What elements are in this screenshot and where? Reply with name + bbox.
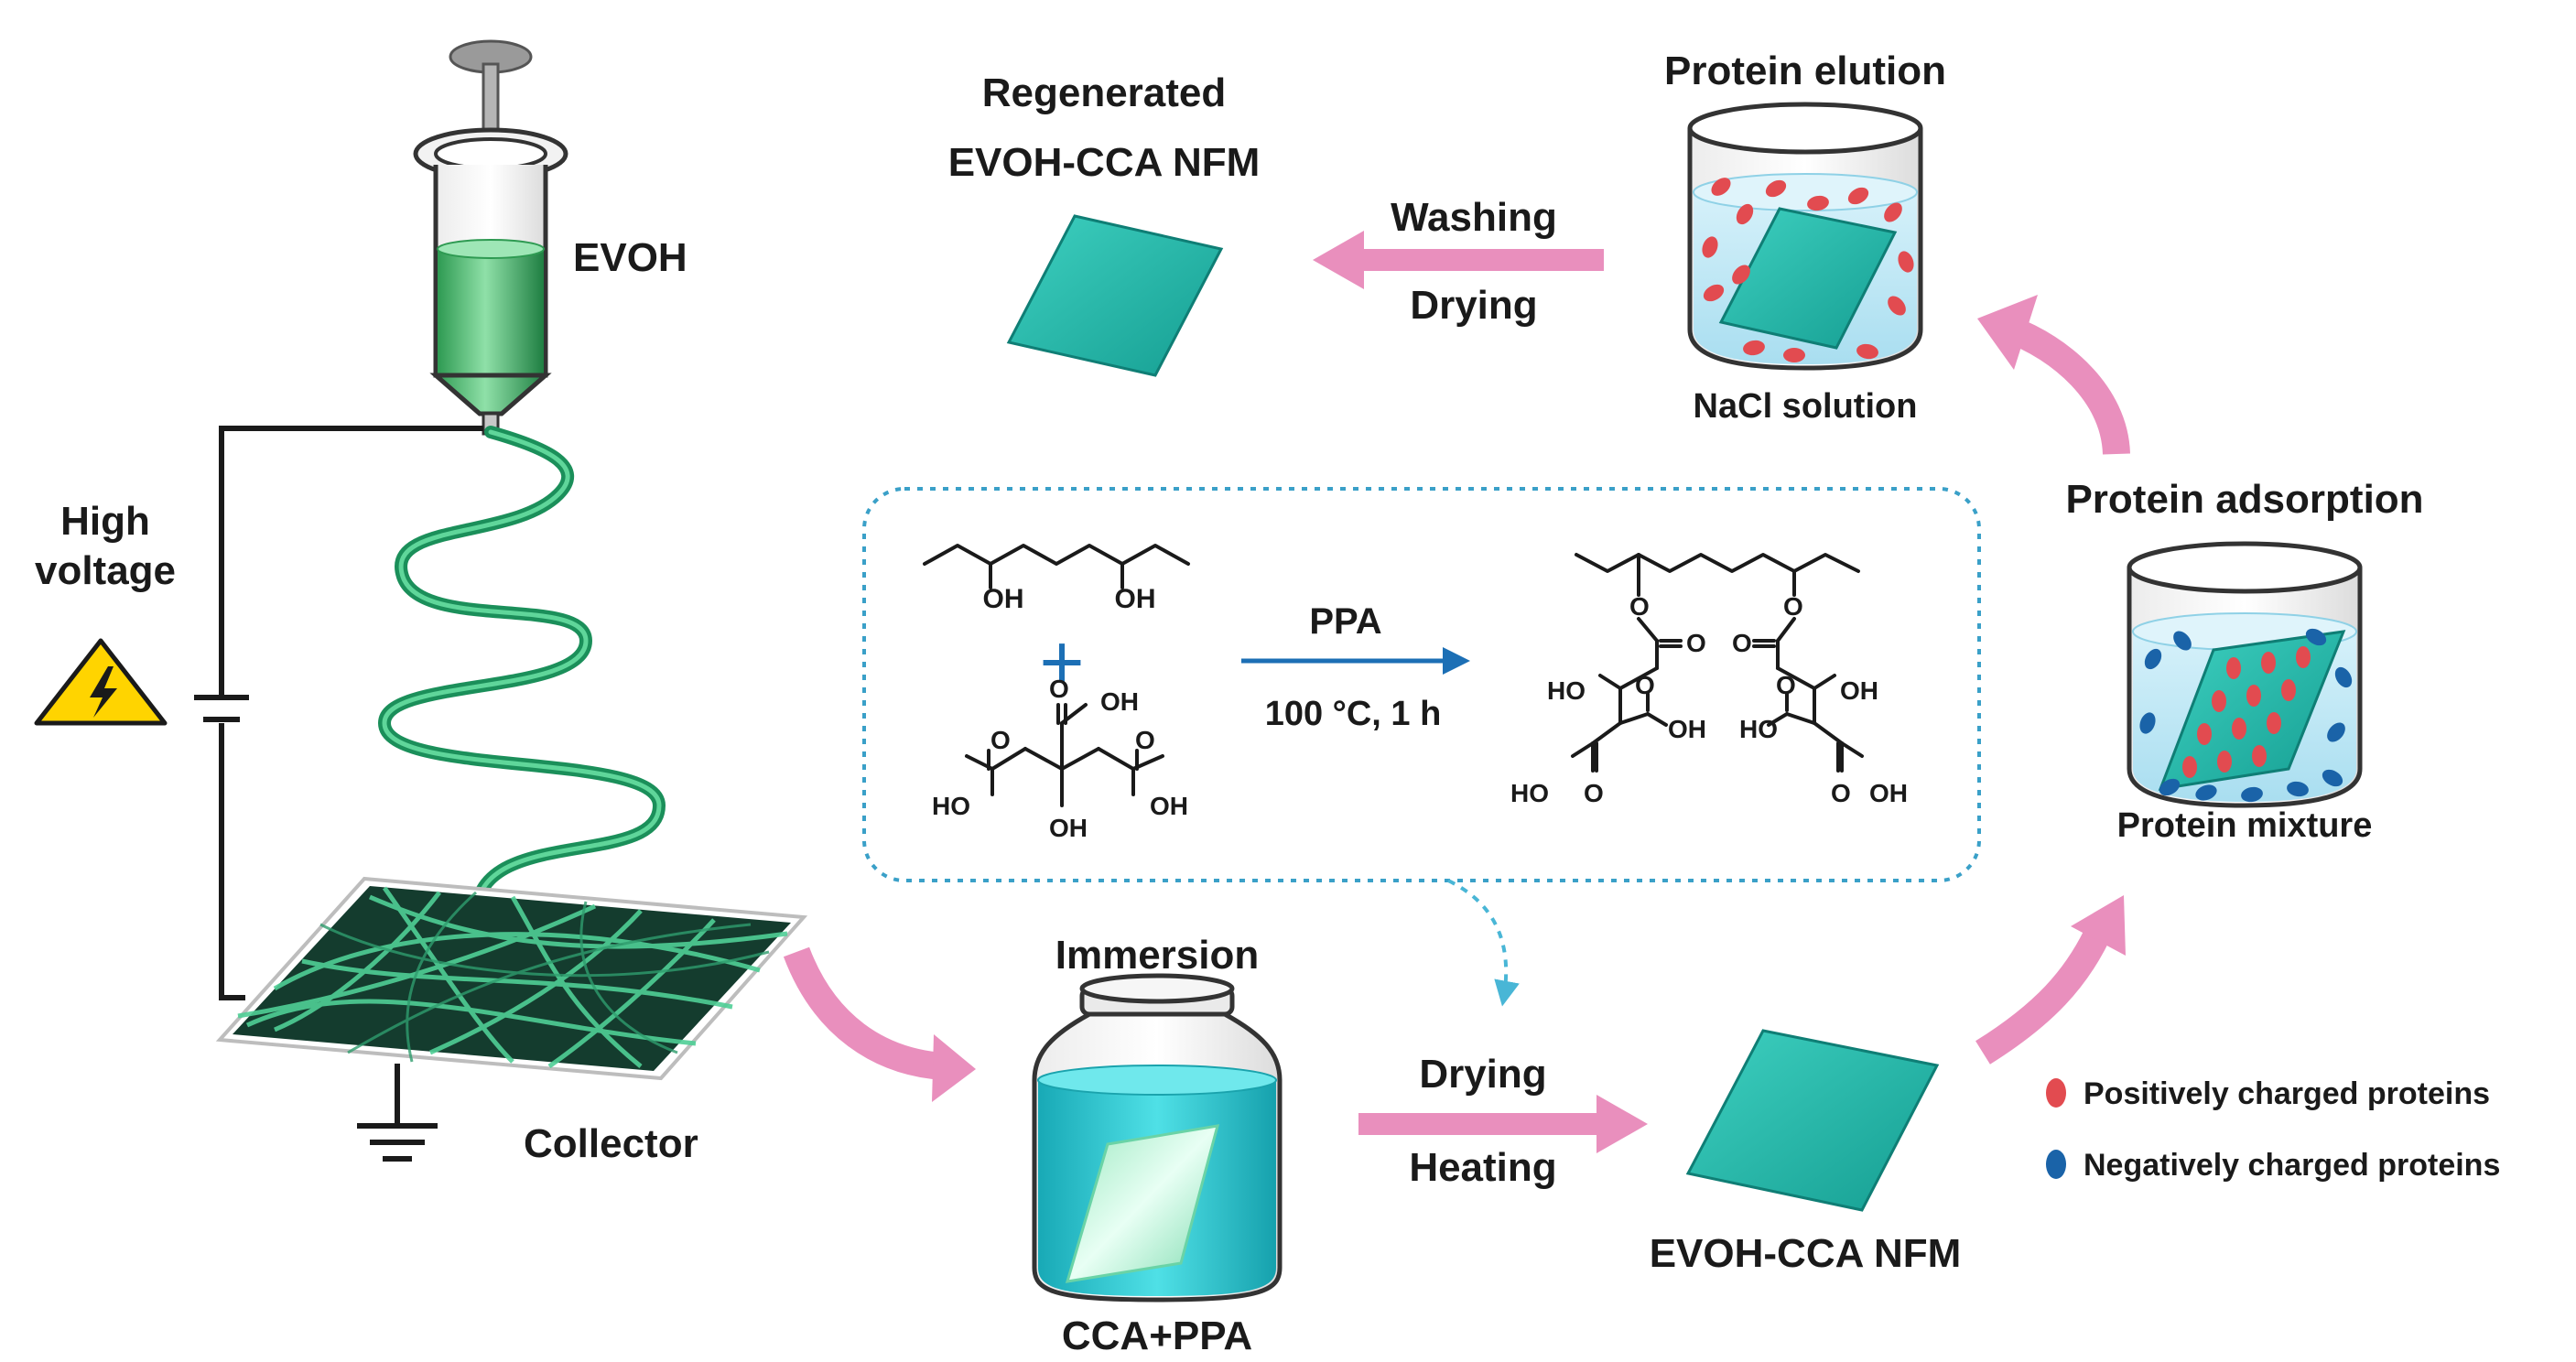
dashed-arrow-to-membrane [1447,879,1520,1007]
prod-oh-bottom-right: OH [1869,779,1908,807]
membrane-in-elution [1718,207,1898,350]
citric-acid [965,703,1164,807]
membrane-in-adsorption [2158,630,2346,791]
label-ppa: PPA [1309,601,1381,642]
evoh-oh-left: OH [983,584,1024,614]
label-high-voltage-1: High [60,499,150,544]
label-protein-mixture: Protein mixture [2117,806,2373,845]
label-heating: Heating [1409,1145,1556,1190]
arrow-collector-to-immersion [783,946,945,1080]
prod-o-carbonyl-left: O [1686,629,1706,657]
label-collector: Collector [524,1121,698,1166]
prod-o-ester-right: O [1783,592,1803,621]
ground-symbol-icon [357,1064,438,1162]
ca-o-left: O [990,726,1011,754]
wire-bottom [219,723,245,1000]
label-drying-bottom: Drying [1419,1052,1546,1097]
electrospinning-setup [34,39,808,1162]
prod-oh-mid-left: OH [1668,715,1706,743]
label-protein-elution: Protein elution [1664,49,1946,93]
label-regenerated-2: EVOH-CCA NFM [948,140,1261,185]
legend-negative-label: Negatively charged proteins [2084,1148,2500,1183]
prod-o-carbonyl-right: O [1732,629,1752,657]
ca-oh-top: OH [1100,687,1139,716]
prod-o-acid-right: O [1776,671,1796,699]
label-reaction-condition: 100 °C, 1 h [1265,695,1442,733]
label-immersion: Immersion [1055,933,1260,978]
eluted-positive-proteins [1702,178,1914,362]
regenerated-membrane [1006,214,1224,377]
label-drying-top: Drying [1410,283,1537,328]
prod-o-bottom-left: O [1584,779,1604,807]
product-structure [1571,553,1864,773]
ca-o-top: O [1049,675,1069,703]
ca-o-right: O [1135,726,1155,754]
label-washing: Washing [1391,195,1557,240]
label-high-voltage-2: voltage [35,548,176,593]
legend: Positively charged proteins Negatively c… [2046,1076,2500,1183]
plus-sign: + [1039,619,1084,705]
label-protein-adsorption: Protein adsorption [2065,477,2423,522]
label-evoh: EVOH [573,235,687,280]
reaction-scheme-box [862,487,1981,882]
ca-oh-right: OH [1150,792,1188,820]
prod-oh-right: OH [1840,676,1878,705]
evoh-cca-nfm-membrane [1685,1029,1940,1212]
prod-o-acid-left: O [1635,671,1655,699]
label-regenerated-1: Regenerated [982,70,1227,115]
adsorption-beaker [2127,541,2363,808]
elution-beaker [1687,102,1923,371]
prod-o-ester-left: O [1629,592,1650,621]
collector-plate [215,876,808,1081]
ca-oh-bottom: OH [1049,814,1088,842]
wire-top [219,426,483,696]
label-cca-ppa: CCA+PPA [1062,1313,1252,1358]
legend-positive-marker [2046,1078,2066,1108]
label-nacl-solution: NaCl solution [1694,387,1918,426]
syringe-solution [438,249,544,373]
prod-o-bottom-right: O [1831,779,1851,807]
legend-positive-label: Positively charged proteins [2084,1076,2490,1111]
positive-proteins-on-membrane [2182,646,2311,778]
syringe-cone [429,373,552,416]
ca-ho-left: HO [932,792,970,820]
label-evoh-cca-nfm: EVOH-CCA NFM [1650,1231,1962,1276]
reaction-scheme [923,544,1864,807]
high-voltage-warning-icon [34,638,168,726]
membrane-in-jar [1065,1124,1220,1283]
negative-proteins-in-solution [2139,628,2353,803]
arrow-adsorption-to-elution [2005,316,2130,456]
prod-ho-mid-right: HO [1739,715,1778,743]
legend-negative-marker [2046,1150,2066,1179]
evoh-chain [923,544,1190,566]
evoh-oh-right: OH [1115,584,1156,614]
arrow-membrane-to-adsorption [1975,918,2115,1065]
prod-ho-bottom-left: HO [1510,779,1549,807]
prod-ho-left: HO [1547,676,1586,705]
immersion-jar [1032,973,1283,1303]
